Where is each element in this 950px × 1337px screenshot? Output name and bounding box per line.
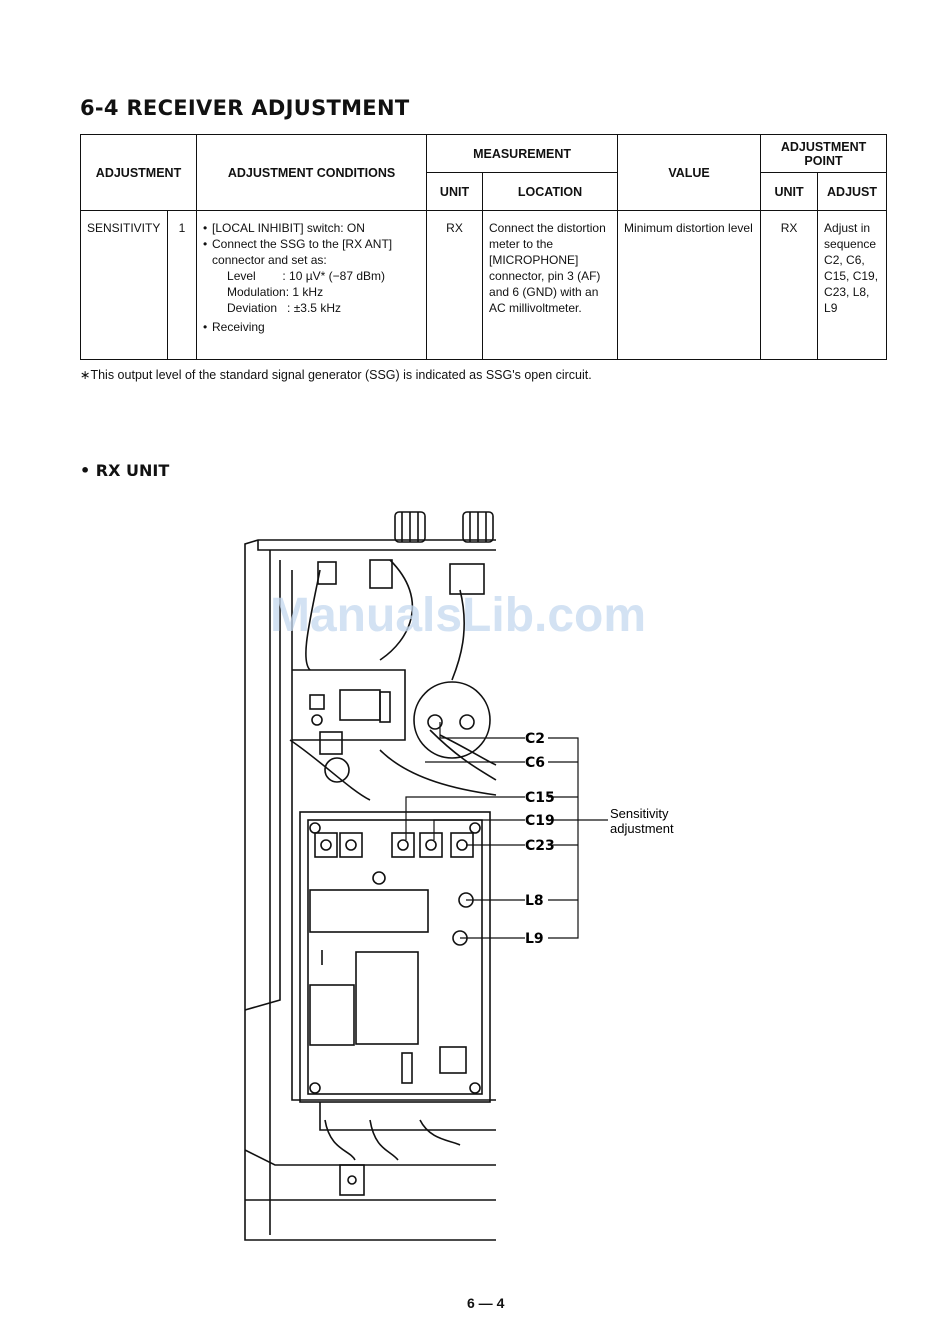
cell-step: 1	[166, 210, 198, 360]
watermark: ManualsLib.com	[270, 589, 647, 642]
header-adjustment: ADJUSTMENT	[79, 134, 198, 211]
annotation-line-2: adjustment	[610, 821, 674, 836]
cell-conditions: [LOCAL INHIBIT] switch: ON Connect the S…	[196, 210, 428, 360]
cell-value: Minimum distortion level	[617, 210, 762, 360]
table-row: SENSITIVITY 1 [LOCAL INHIBIT] switch: ON…	[80, 210, 888, 360]
setting-level: Level : 10 µV* (−87 dBm)	[227, 269, 386, 283]
chassis-drawing	[244, 511, 497, 1241]
page-number: 6 — 4	[467, 1295, 505, 1311]
label-l9: L9	[525, 931, 544, 947]
condition-item: Receiving	[203, 319, 420, 335]
header-measurement: MEASUREMENT	[426, 134, 619, 173]
cell-adjustment: SENSITIVITY	[80, 210, 168, 360]
condition-item: Connect the SSG to the [RX ANT] connecto…	[203, 236, 420, 268]
label-c6: C6	[525, 755, 545, 771]
receiver-adjustment-table: ADJUSTMENT ADJUSTMENT CONDITIONS MEASURE…	[79, 134, 888, 360]
condition-item: [LOCAL INHIBIT] switch: ON	[203, 220, 420, 236]
header-location: LOCATION	[482, 172, 619, 211]
header-point-unit: UNIT	[760, 172, 819, 211]
header-measure-unit: UNIT	[426, 172, 484, 211]
cell-location: Connect the distortion meter to the [MIC…	[482, 210, 619, 360]
label-c2: C2	[525, 731, 545, 747]
leader-lines	[405, 722, 608, 939]
header-adjust: ADJUST	[817, 172, 888, 211]
rx-unit-heading: • RX UNIT	[80, 461, 170, 480]
header-conditions: ADJUSTMENT CONDITIONS	[196, 134, 428, 211]
label-c19: C19	[525, 813, 555, 829]
annotation-line-1: Sensitivity	[610, 806, 669, 821]
cell-point-unit: RX	[760, 210, 819, 360]
setting-modulation: Modulation: 1 kHz	[227, 285, 324, 299]
cell-adjust: Adjust in sequence C2, C6, C15, C19, C23…	[817, 210, 888, 360]
rx-unit-diagram: C2 C6 C15 C19 C23 L8 L9 Sensitivity adju…	[244, 511, 674, 1241]
label-c23: C23	[525, 838, 555, 854]
footnote: ∗This output level of the standard signa…	[80, 368, 592, 382]
label-c15: C15	[525, 790, 555, 806]
section-title: 6-4 RECEIVER ADJUSTMENT	[80, 96, 410, 120]
header-adjustment-point: ADJUSTMENT POINT	[760, 134, 888, 173]
cell-measure-unit: RX	[426, 210, 484, 360]
setting-deviation: Deviation : ±3.5 kHz	[227, 301, 341, 315]
header-value: VALUE	[617, 134, 762, 211]
label-l8: L8	[525, 893, 544, 909]
